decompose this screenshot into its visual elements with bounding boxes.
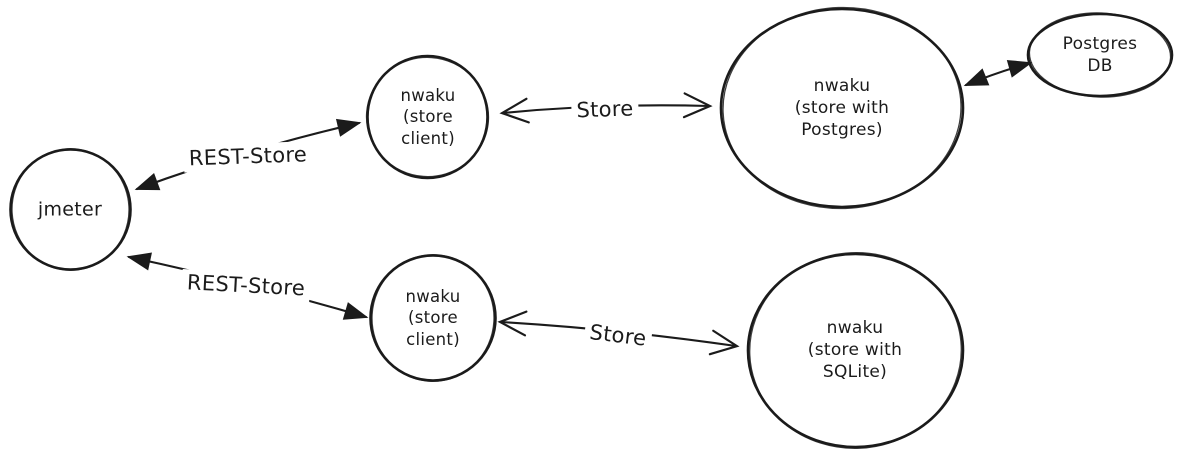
edge-label-store-top: Store: [571, 95, 639, 125]
node-label-nwaku-store-client-bottom: nwaku (store client): [405, 286, 461, 349]
node-ellipse-nwaku-store-postgres: [719, 6, 965, 210]
node-label-nwaku-store-client-top: nwaku (store client): [400, 85, 456, 148]
node-circle-jmeter: [9, 148, 132, 271]
node-ellipse-postgres-db: [1026, 12, 1174, 98]
edge-arrow-postgres-link: [963, 60, 1033, 87]
node-label-jmeter: jmeter: [37, 198, 103, 221]
node-circle-nwaku-store-client-bottom: [369, 254, 497, 382]
edge-label-rest-store-top: REST-Store: [183, 141, 313, 173]
node-circle-nwaku-store-client-top: [365, 54, 490, 180]
node-label-postgres-db: Postgres DB: [1062, 33, 1138, 76]
node-label-nwaku-store-postgres: nwaku (store with Postgres): [794, 75, 890, 141]
node-label-nwaku-store-sqlite: nwaku (store with SQLite): [807, 317, 903, 383]
node-circle-nwaku-store-sqlite: [746, 252, 965, 449]
